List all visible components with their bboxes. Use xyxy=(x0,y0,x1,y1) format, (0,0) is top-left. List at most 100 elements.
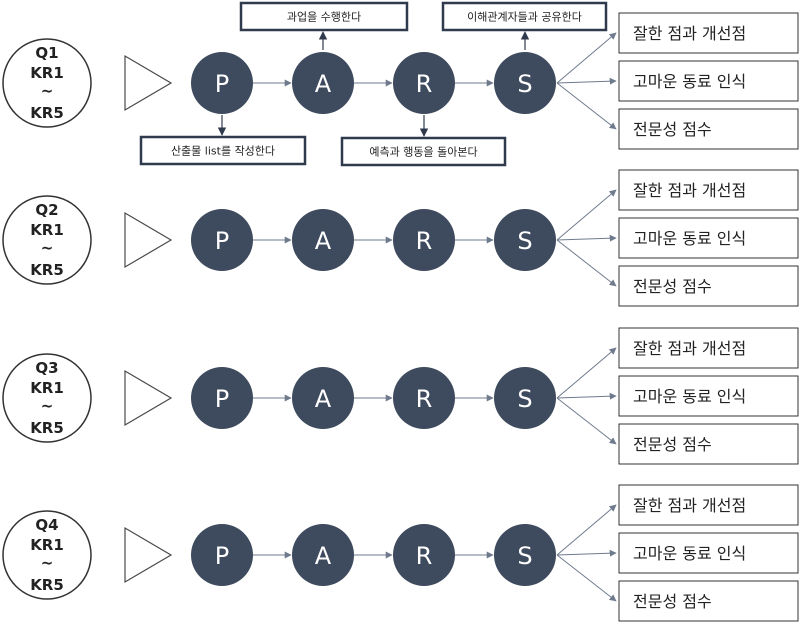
node-letter: S xyxy=(517,542,532,570)
note-a: 과업을 수행한다 xyxy=(239,1,409,50)
node-s xyxy=(494,524,556,586)
outcome-label: 고마운 동료 인식 xyxy=(633,229,746,248)
node-a xyxy=(292,52,354,114)
outcome-label: 잘한 점과 개선점 xyxy=(633,496,746,515)
quarter-label-line: ~ xyxy=(41,239,54,257)
outcome-label: 고마운 동료 인식 xyxy=(633,544,746,563)
outcome-label: 전문성 점수 xyxy=(633,277,712,296)
outcome-box xyxy=(618,12,799,54)
node-p xyxy=(191,209,253,271)
node-p xyxy=(191,524,253,586)
note-r: 예측과 행동을 돌아본다 xyxy=(340,115,507,167)
node-s xyxy=(494,209,556,271)
play-triangle-icon xyxy=(124,369,173,427)
outcome-box xyxy=(618,327,799,369)
note-label: 과업을 수행한다 xyxy=(287,11,361,24)
quarter-label-line: Q4 xyxy=(35,516,58,534)
node-r xyxy=(393,367,455,429)
outcome-arrow xyxy=(556,554,617,602)
node-r xyxy=(393,52,455,114)
node-p xyxy=(191,52,253,114)
play-triangle-icon xyxy=(124,54,173,112)
outcome-arrow xyxy=(556,347,617,399)
outcome-box xyxy=(618,580,799,622)
outcome-arrow xyxy=(556,234,617,242)
node-a xyxy=(292,367,354,429)
node-letter: A xyxy=(315,542,332,570)
node-letter: P xyxy=(215,227,229,255)
outcome-box xyxy=(618,217,799,259)
note-p: 산출물 list를 작성한다 xyxy=(139,115,307,166)
outcome-arrow xyxy=(556,32,617,84)
node-letter: P xyxy=(215,542,229,570)
outcome-label: 잘한 점과 개선점 xyxy=(633,24,746,43)
quarter-label-line: Q3 xyxy=(35,359,58,377)
node-letter: S xyxy=(517,227,532,255)
play-triangle-icon xyxy=(124,526,173,584)
outcome-label: 잘한 점과 개선점 xyxy=(633,339,746,358)
node-letter: S xyxy=(517,385,532,413)
outcome-box xyxy=(618,423,799,465)
outcome-label: 고마운 동료 인식 xyxy=(633,72,746,91)
quarter-label-line: KR5 xyxy=(30,261,64,279)
outcome-box xyxy=(618,484,799,526)
quarter-circle xyxy=(2,353,92,443)
outcome-box xyxy=(618,60,799,102)
quarter-label-line: KR5 xyxy=(30,104,64,122)
quarter-label-line: ~ xyxy=(41,82,54,100)
note-s: 이해관계자들과 공유한다 xyxy=(441,1,608,50)
outcome-arrow xyxy=(556,239,617,287)
note-label: 이해관계자들과 공유한다 xyxy=(467,10,582,24)
outcome-label: 잘한 점과 개선점 xyxy=(633,181,746,200)
outcome-label: 전문성 점수 xyxy=(633,435,712,454)
outcome-arrow xyxy=(556,189,617,241)
outcome-box xyxy=(618,169,799,211)
outcome-label: 전문성 점수 xyxy=(633,592,712,611)
quarter-label-line: ~ xyxy=(41,554,54,572)
quarter-label-line: KR1 xyxy=(30,379,64,397)
node-letter: P xyxy=(215,385,229,413)
note-label: 예측과 행동을 돌아본다 xyxy=(369,146,477,159)
node-a xyxy=(292,524,354,586)
note-box xyxy=(340,136,507,167)
outcome-arrow xyxy=(556,504,617,556)
node-letter: S xyxy=(517,70,532,98)
play-triangle-icon xyxy=(124,211,173,269)
quarter-label-line: KR5 xyxy=(30,419,64,437)
note-box xyxy=(441,1,608,32)
outcome-label: 고마운 동료 인식 xyxy=(633,387,746,406)
node-letter: A xyxy=(315,70,332,98)
node-letter: A xyxy=(315,227,332,255)
node-letter: R xyxy=(416,542,433,570)
node-p xyxy=(191,367,253,429)
outcome-box xyxy=(618,375,799,417)
quarter-label-line: ~ xyxy=(41,397,54,415)
node-a xyxy=(292,209,354,271)
note-box xyxy=(139,135,307,166)
outcome-arrow xyxy=(556,549,617,557)
quarter-label-line: Q2 xyxy=(35,201,58,219)
note-label: 산출물 list를 작성한다 xyxy=(171,145,275,158)
quarter-circle xyxy=(2,510,92,600)
node-r xyxy=(393,209,455,271)
quarter-label-line: KR1 xyxy=(30,221,64,239)
node-letter: P xyxy=(215,70,229,98)
quarter-label-line: KR1 xyxy=(30,64,64,82)
quarter-label-line: KR5 xyxy=(30,576,64,594)
quarter-circle xyxy=(2,195,92,285)
node-letter: R xyxy=(416,385,433,413)
node-letter: R xyxy=(416,227,433,255)
node-s xyxy=(494,52,556,114)
node-letter: R xyxy=(416,70,433,98)
node-r xyxy=(393,524,455,586)
node-letter: A xyxy=(315,385,332,413)
outcome-arrow xyxy=(556,82,617,130)
note-box xyxy=(239,1,409,32)
outcome-box xyxy=(618,108,799,150)
outcome-arrow xyxy=(556,77,617,85)
